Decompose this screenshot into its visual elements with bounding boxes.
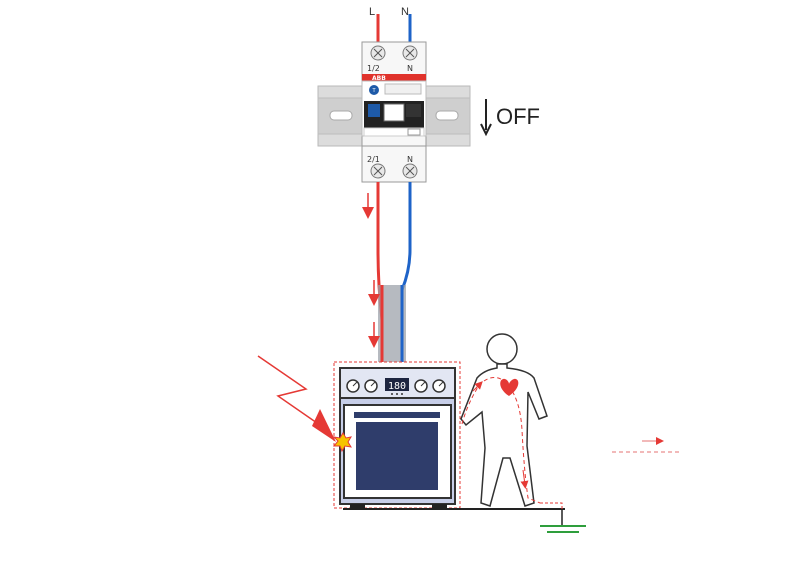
- terminal-label-top-right: N: [407, 64, 413, 73]
- line-label: L: [369, 6, 375, 18]
- test-button[interactable]: [369, 85, 379, 95]
- bottom-terminal-screw-right: [402, 163, 418, 179]
- person-body: [460, 363, 548, 507]
- svg-text:T: T: [371, 88, 376, 94]
- terminal-label-top-left: 1/2: [367, 64, 380, 73]
- outgoing-wires: [376, 182, 412, 362]
- current-flow-arrows: [362, 193, 380, 348]
- knob[interactable]: [432, 379, 446, 393]
- floor-and-ground: [343, 502, 586, 533]
- neutral-label: N: [401, 6, 409, 18]
- electric-oven: 180: [333, 361, 461, 509]
- fault-arrow-head: [312, 409, 336, 442]
- terminal-label-bottom-right: N: [407, 155, 413, 164]
- status-window-blue: [368, 104, 380, 117]
- dashed-arrow-right: [612, 437, 682, 453]
- bottom-terminal-screw-left: [370, 163, 386, 179]
- brand-bar: [362, 74, 426, 81]
- person-head: [486, 333, 518, 365]
- door-handle[interactable]: [354, 412, 440, 418]
- oven-window: [356, 422, 438, 490]
- knob[interactable]: [364, 379, 378, 393]
- ground-symbol-icon: [540, 525, 586, 533]
- top-terminal-screw-right: [402, 45, 418, 61]
- brand-label: ABB: [372, 75, 386, 82]
- ground-current-path: [540, 502, 563, 520]
- lightning-bolt-icon: [257, 355, 331, 433]
- off-indicator: OFF: [480, 99, 540, 137]
- temperature-display: [385, 378, 409, 391]
- top-terminal-screw-left: [370, 45, 386, 61]
- lightning-fault: [257, 355, 353, 453]
- spark-icon: [332, 432, 353, 453]
- person-figure: [460, 333, 548, 507]
- residual-current-breaker: 1/2 N ABB T 2/1 N: [361, 41, 427, 183]
- temperature-display-value: 180: [388, 381, 406, 392]
- incoming-wires: L N: [369, 6, 412, 42]
- body-current-path: [461, 377, 541, 504]
- knob[interactable]: [414, 379, 428, 393]
- terminal-label-bottom-left: 2/1: [367, 155, 380, 164]
- toggle-lever[interactable]: [383, 103, 405, 122]
- off-label: OFF: [496, 104, 540, 129]
- knob[interactable]: [346, 379, 360, 393]
